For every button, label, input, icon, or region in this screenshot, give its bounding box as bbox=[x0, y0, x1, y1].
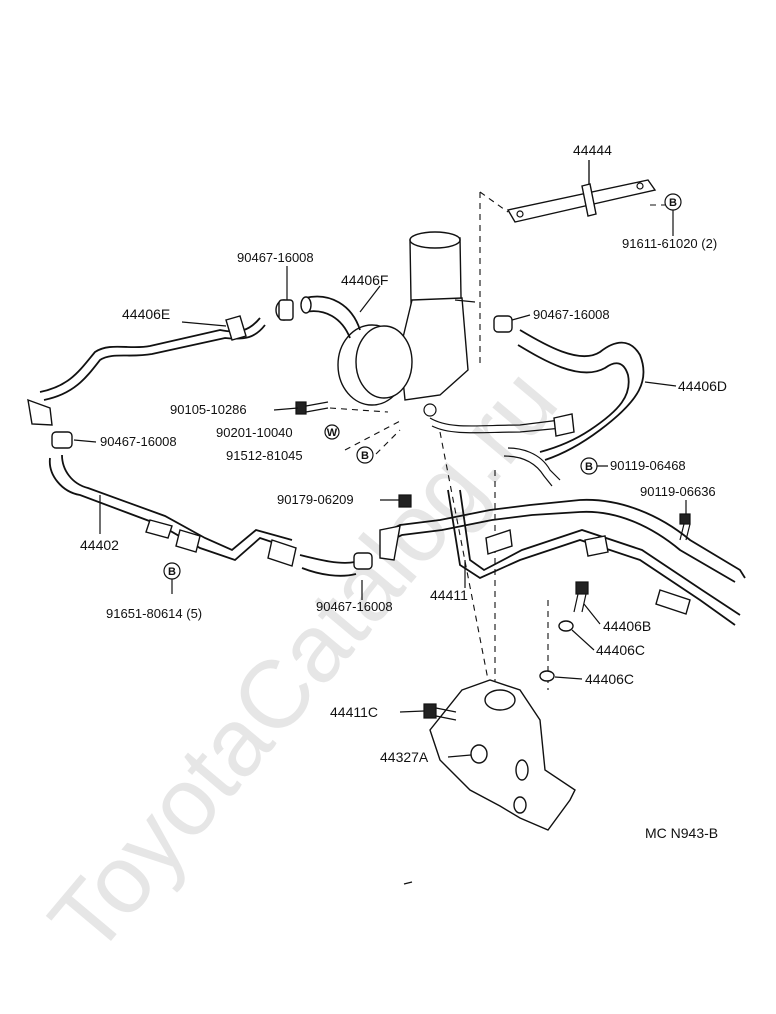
bushing-44327A bbox=[470, 744, 488, 764]
label-44406C-a: 44406C bbox=[596, 642, 645, 658]
steering-gear bbox=[429, 679, 576, 831]
label-44406F: 44406F bbox=[341, 272, 388, 288]
pipe-44406E bbox=[27, 315, 266, 426]
bolt-44406B bbox=[573, 581, 589, 613]
badge-b-91611: B bbox=[664, 193, 682, 211]
label-44406E: 44406E bbox=[122, 306, 170, 322]
badge-b-91512: B bbox=[356, 446, 374, 464]
hose-44406D bbox=[517, 329, 645, 461]
pump-reservoir bbox=[337, 231, 476, 417]
clamp-bottom bbox=[353, 552, 373, 570]
label-44406C-b: 44406C bbox=[585, 671, 634, 687]
pipe-44402 bbox=[49, 454, 357, 577]
badge-b-91651: B bbox=[163, 562, 181, 580]
label-90119-06636: 90119-06636 bbox=[640, 484, 716, 499]
clamp-left bbox=[51, 431, 73, 449]
label-90467-right: 90467-16008 bbox=[533, 307, 610, 322]
label-90179-06209: 90179-06209 bbox=[277, 492, 354, 507]
bolt-90119-06636 bbox=[679, 513, 691, 541]
label-90467-bottom: 90467-16008 bbox=[316, 599, 393, 614]
nut-90179 bbox=[398, 494, 412, 508]
clamp-top bbox=[275, 299, 294, 321]
stray-mark bbox=[403, 881, 413, 885]
label-91651-80614: 91651-80614 (5) bbox=[106, 606, 202, 621]
figure-code: MC N943-B bbox=[645, 825, 718, 841]
bracket-44444 bbox=[506, 160, 657, 223]
label-44406D: 44406D bbox=[678, 378, 727, 394]
badge-b-90119: B bbox=[580, 457, 598, 475]
ref-line-washer bbox=[344, 419, 403, 451]
ref-line-bracket bbox=[479, 191, 509, 364]
label-90467-left: 90467-16008 bbox=[100, 434, 177, 449]
label-44411C: 44411C bbox=[330, 704, 378, 720]
clamp-right bbox=[493, 315, 513, 333]
washer-44406C-b bbox=[539, 670, 555, 682]
svg-text:B: B bbox=[585, 461, 593, 473]
label-44411: 44411 bbox=[430, 587, 468, 603]
pressure-line bbox=[429, 413, 575, 487]
label-44402: 44402 bbox=[80, 537, 119, 553]
label-90201-10040: 90201-10040 bbox=[216, 425, 293, 440]
washer-90201: W bbox=[324, 424, 340, 440]
label-90119-06468: 90119-06468 bbox=[610, 458, 686, 473]
label-90105-10286: 90105-10286 bbox=[170, 402, 247, 417]
label-44444: 44444 bbox=[573, 142, 612, 158]
svg-text:B: B bbox=[669, 197, 677, 209]
bolt-90105 bbox=[295, 401, 329, 415]
hose-44406F bbox=[300, 295, 361, 339]
label-90467-top: 90467-16008 bbox=[237, 250, 314, 265]
svg-text:B: B bbox=[361, 450, 369, 462]
label-91512-81045: 91512-81045 bbox=[226, 448, 303, 463]
label-44406B: 44406B bbox=[603, 618, 651, 634]
label-91611-61020: 91611-61020 (2) bbox=[622, 236, 717, 251]
leader-lines bbox=[73, 160, 687, 758]
washer-symbol: W bbox=[327, 427, 338, 439]
ref-line-91512 bbox=[375, 429, 401, 455]
svg-text:B: B bbox=[168, 566, 176, 578]
pipe-44411 bbox=[379, 489, 746, 626]
label-44327A: 44327A bbox=[380, 749, 429, 765]
washer-44406C-a bbox=[558, 620, 574, 632]
ref-line-bolt bbox=[329, 407, 389, 413]
